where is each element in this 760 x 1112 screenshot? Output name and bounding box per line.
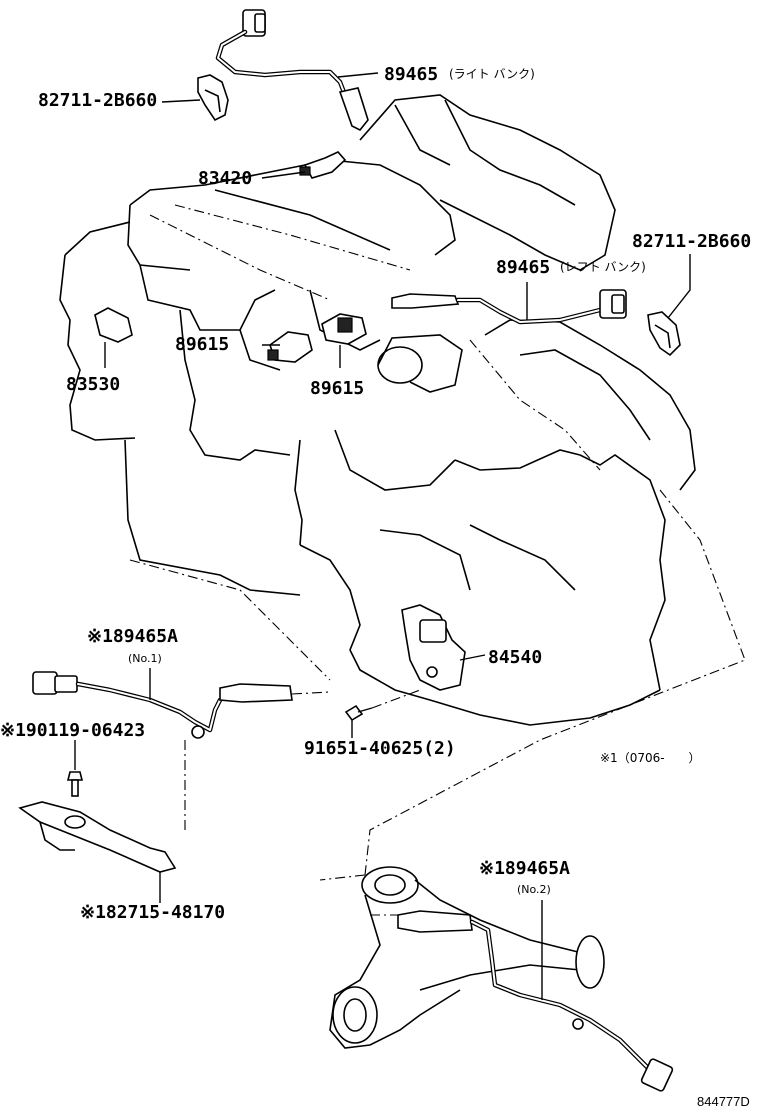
label-bracket-82715: ※182715-48170: [80, 902, 225, 923]
label-bolt-90119: ※190119-06423: [0, 720, 145, 741]
exhaust-pipe: [329, 866, 605, 1049]
switch-84540: [344, 604, 486, 738]
label-period-note: ※1（0706- ）: [600, 751, 701, 765]
label-o2-no2: ※189465A: [479, 858, 570, 879]
label-switch-84540: 84540: [488, 647, 542, 668]
o2-sensor-right-bank: [215, 9, 379, 132]
label-bolt-91651: 91651-40625(2): [304, 738, 456, 759]
label-o2-left: 89465: [496, 257, 550, 278]
clamp-right: [647, 254, 691, 357]
o2-sensor-no1: [18, 668, 331, 903]
label-o2-right: 89465: [384, 64, 438, 85]
o2-sensor-no2: [397, 900, 674, 1092]
sensor-83420: [261, 151, 347, 179]
labels: 89465 (ライト バンク) 82711-2B660 83420 82711-…: [0, 64, 751, 1109]
sensor-83530: [94, 307, 133, 368]
label-o2-right-note: (ライト バンク): [449, 67, 535, 81]
sensor-89615-left: [262, 331, 313, 363]
label-sensor-83530: 83530: [66, 374, 120, 395]
label-o2-no2-sub: (No.2): [517, 883, 551, 896]
label-clamp-right: 82711-2B660: [632, 231, 751, 252]
label-diagram-ref: 844777D: [697, 1094, 750, 1109]
label-sensor-89615-b: 89615: [310, 378, 364, 399]
sensor-89615-right: [321, 313, 367, 368]
label-sensor-83420: 83420: [198, 168, 252, 189]
o2-sensor-left-bank: [391, 282, 627, 325]
clamp-top: [161, 74, 229, 122]
label-o2-no1-sub: (No.1): [128, 652, 162, 665]
label-sensor-89615-a: 89615: [175, 334, 229, 355]
label-clamp-top: 82711-2B660: [38, 90, 157, 111]
label-o2-left-note: (レフト バンク): [560, 260, 646, 274]
label-o2-no1: ※189465A: [87, 626, 178, 647]
